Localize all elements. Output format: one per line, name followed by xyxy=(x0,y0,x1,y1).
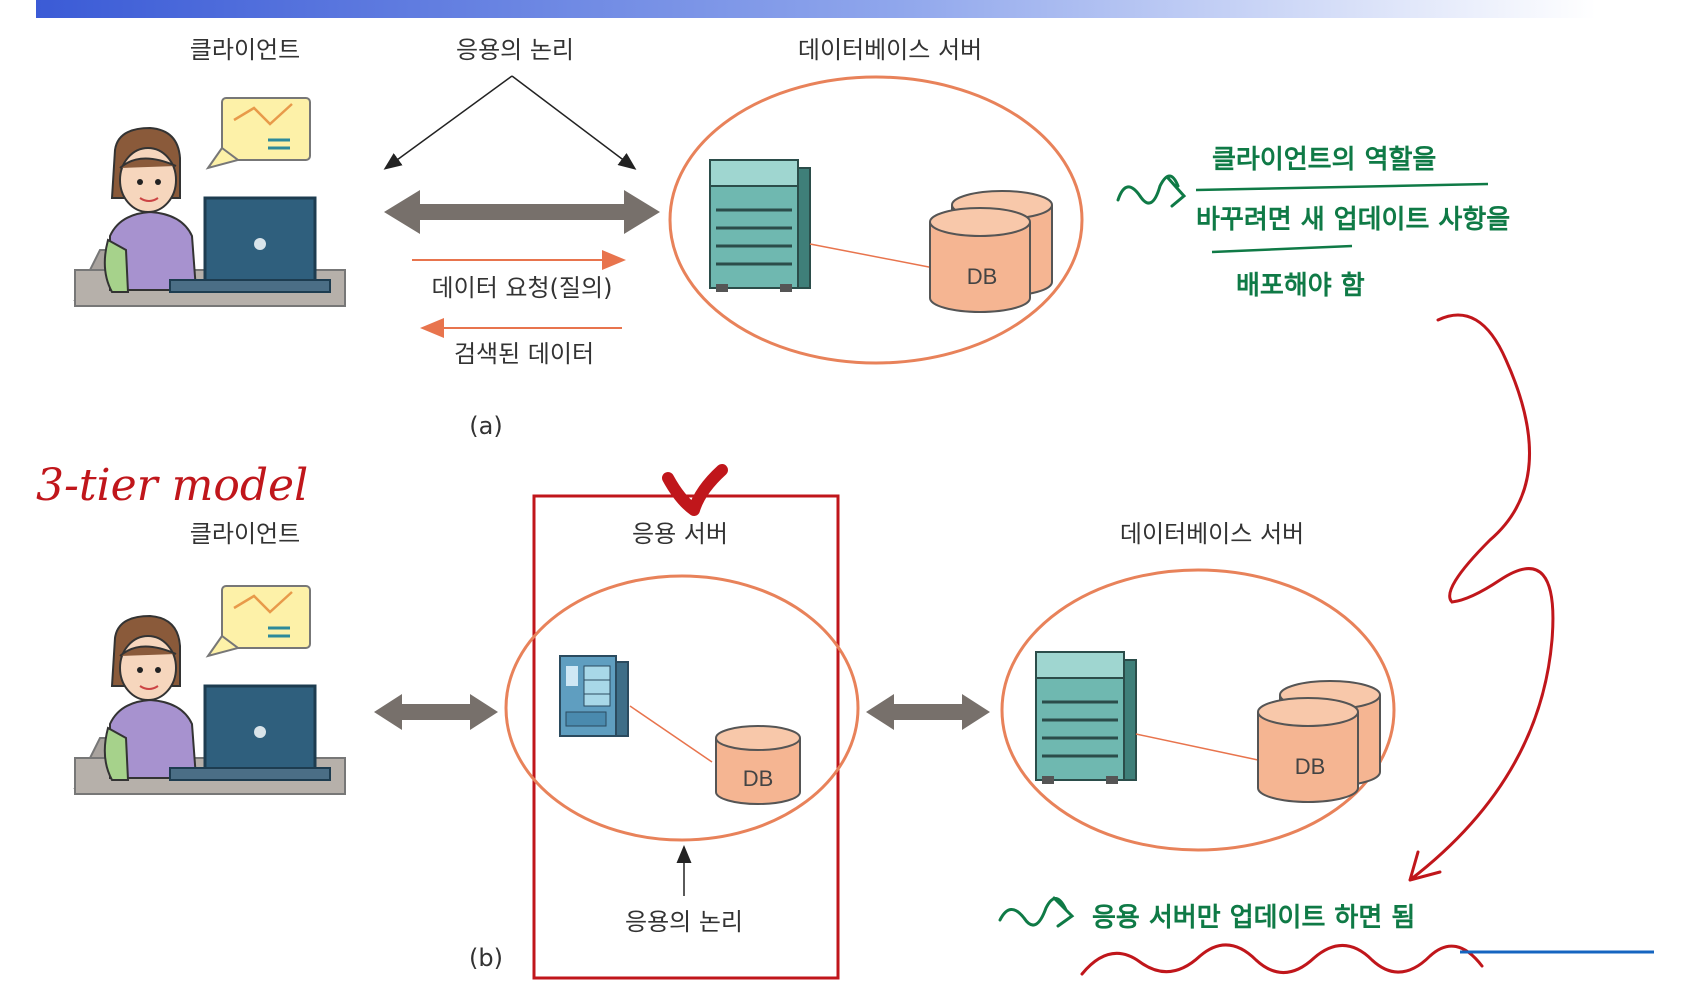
client-label-b: 클라이언트 xyxy=(190,520,300,548)
double-arrow-client-app xyxy=(374,694,498,730)
app-db-label: DB xyxy=(743,766,774,791)
server-icon xyxy=(709,159,811,292)
app-server-ellipse xyxy=(504,574,860,842)
red-wavy-underline xyxy=(1080,943,1484,976)
client-label-a: 클라이언트 xyxy=(190,36,300,64)
database-icon xyxy=(1257,680,1381,803)
note-underline-2 xyxy=(1211,244,1353,254)
app-database-icon xyxy=(715,725,801,805)
logic-arrow-right xyxy=(511,75,637,170)
db-server-label-b: 데이터베이스 서버 xyxy=(1120,520,1304,548)
caption-a: (a) xyxy=(469,412,502,440)
client-person-icon xyxy=(73,97,346,307)
note-top-line3: 배포해야 함 xyxy=(1236,271,1365,301)
diagram-a: 클라이언트 응용의 논리 데이터베이스 서버 xyxy=(73,36,1084,440)
note-underline-1 xyxy=(1195,182,1489,192)
header-bar xyxy=(36,0,1596,18)
note-top-line2: 바꾸려면 새 업데이트 사항을 xyxy=(1196,205,1510,235)
db-server-label-a: 데이터베이스 서버 xyxy=(798,36,982,64)
appserver-db-link xyxy=(629,705,713,763)
checkmark-icon xyxy=(662,464,728,516)
database-icon xyxy=(929,190,1053,313)
server-db-link-b xyxy=(1135,733,1259,761)
app-server-label: 응용 서버 xyxy=(632,520,728,548)
red-curved-arrow xyxy=(1408,313,1555,882)
client-person-icon xyxy=(73,585,346,795)
app-logic-label-b: 응용의 논리 xyxy=(625,908,743,936)
db-server-ellipse-b xyxy=(1000,568,1396,852)
response-label: 검색된 데이터 xyxy=(454,340,594,368)
caption-b: (b) xyxy=(469,944,503,972)
note-bottom: 응용 서버만 업데이트 하면 됨 xyxy=(1092,903,1415,933)
squiggle-arrow-icon xyxy=(1116,174,1187,208)
app-server-icon xyxy=(559,655,629,737)
server-db-link-a xyxy=(809,243,935,269)
diagram-b: 3-tier model 클라이언트 응용 서버 데이터베이스 서버 xyxy=(36,460,1396,980)
handwritten-notes: 클라이언트의 역할을 바꾸려면 새 업데이트 사항을 배포해야 함 응용 서버만… xyxy=(998,145,1654,976)
server-icon xyxy=(1035,651,1137,784)
db-server-ellipse-a xyxy=(668,75,1084,365)
request-label: 데이터 요청(질의) xyxy=(432,274,613,302)
db-label-a: DB xyxy=(967,264,998,289)
double-arrow-a xyxy=(384,190,660,234)
note-top-line1: 클라이언트의 역할을 xyxy=(1212,145,1436,175)
handwritten-title: 3-tier model xyxy=(36,460,308,511)
logic-arrow-left xyxy=(383,75,513,170)
db-label-b: DB xyxy=(1295,754,1326,779)
app-logic-label-a: 응용의 논리 xyxy=(456,36,574,64)
squiggle-arrow-icon xyxy=(998,896,1075,928)
double-arrow-app-db xyxy=(866,694,990,730)
